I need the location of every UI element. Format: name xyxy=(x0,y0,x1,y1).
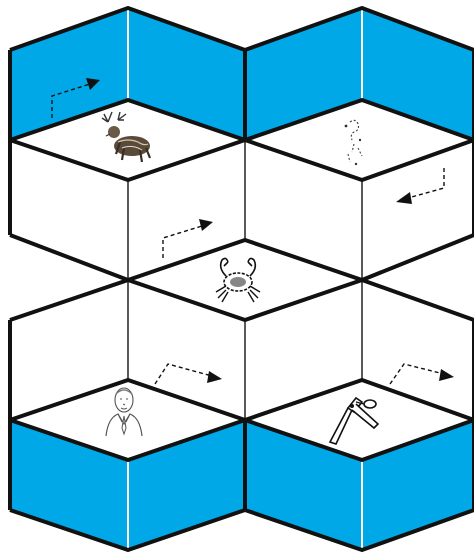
arrow-upper-right xyxy=(396,168,444,204)
arrow-lower-left xyxy=(155,364,222,384)
arrow-lower-right xyxy=(390,364,454,384)
